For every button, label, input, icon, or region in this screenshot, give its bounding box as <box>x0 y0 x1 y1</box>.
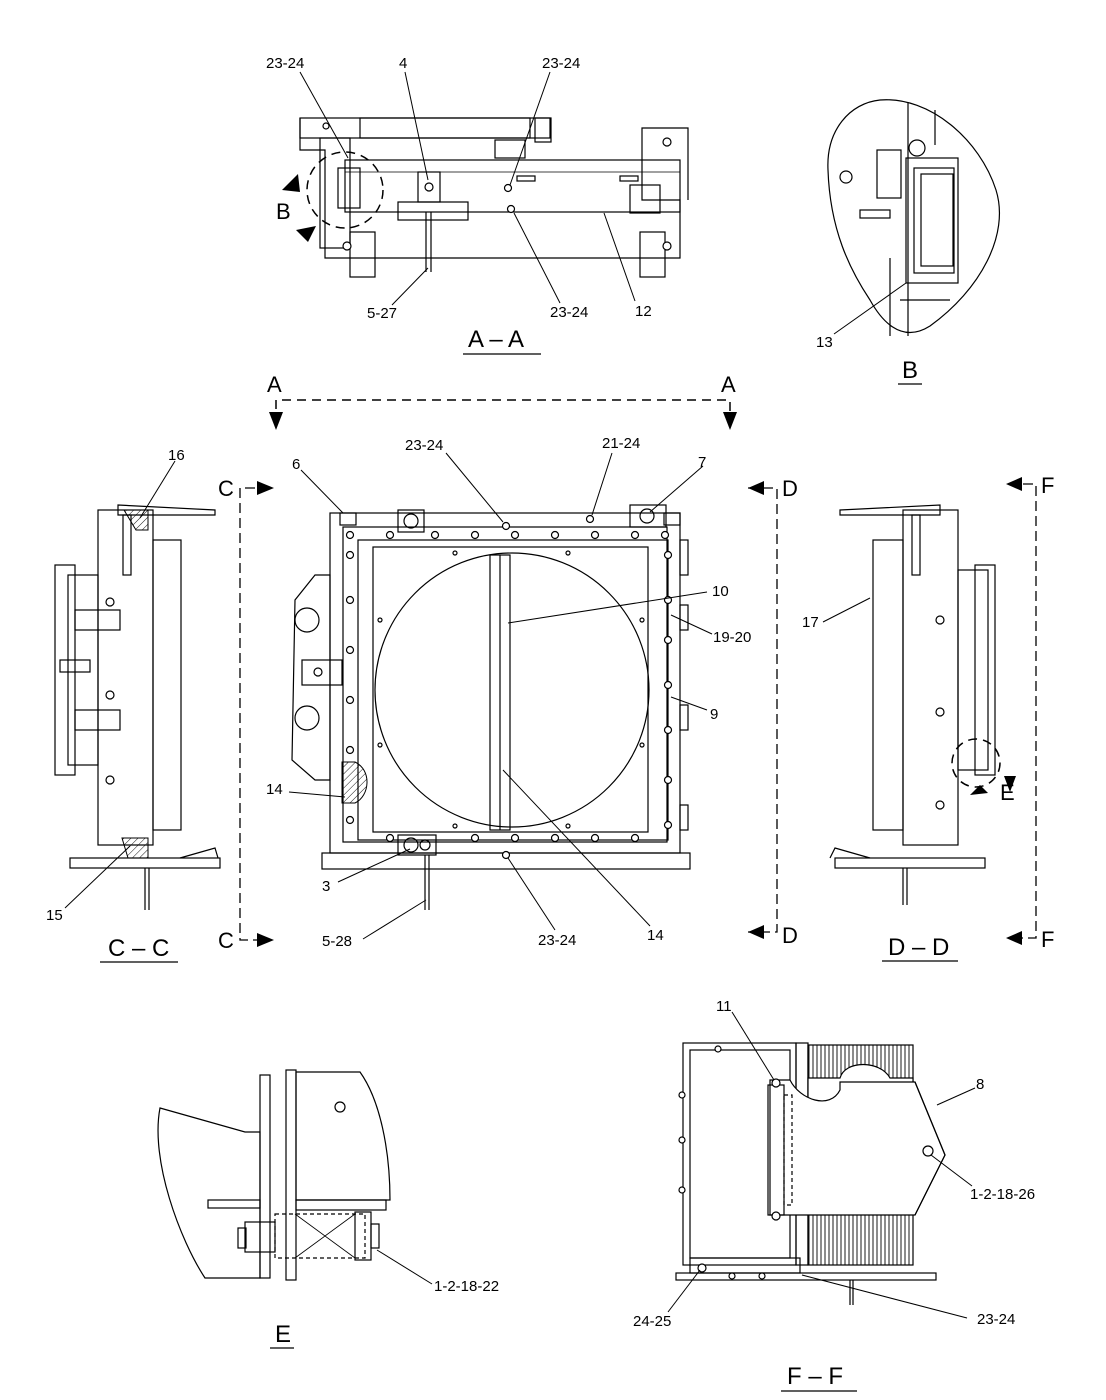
section-line-dd: D D <box>748 476 798 948</box>
section-line-aa: A A <box>267 372 737 430</box>
view-dd: E 17 D – D <box>802 504 1016 962</box>
aa-callout-23-24-left: 23-24 <box>266 55 304 72</box>
main-callout-14-bottom: 14 <box>647 927 664 944</box>
c-bottom-mark: C <box>218 928 234 953</box>
aa-callout-12: 12 <box>635 303 652 320</box>
aa-callout-5-27: 5-27 <box>367 305 397 322</box>
cc-callout-15: 15 <box>46 907 63 924</box>
section-line-ff: F F <box>1006 473 1054 952</box>
aa-callout-23-24-bottom: 23-24 <box>550 304 588 321</box>
view-ff: 11 8 1-2-18-26 24-25 23-24 F – F <box>633 998 1035 1392</box>
aa-b-arrow-bottom <box>296 226 316 242</box>
ff-callout-23-24: 23-24 <box>977 1311 1015 1328</box>
main-callout-23-24-top: 23-24 <box>405 437 443 454</box>
main-callout-9: 9 <box>710 706 718 723</box>
ff-view-title: F – F <box>787 1363 843 1390</box>
a-left-mark: A <box>267 372 282 397</box>
main-callout-3: 3 <box>322 878 330 895</box>
e-detail-mark: E <box>1000 780 1015 805</box>
main-callout-5-28: 5-28 <box>322 933 352 950</box>
e-view-title: E <box>275 1321 291 1348</box>
ff-callout-24-25: 24-25 <box>633 1313 671 1330</box>
fan-shroud-circle <box>374 552 650 828</box>
f-bottom-mark: F <box>1041 927 1054 952</box>
main-outer-frame <box>329 512 681 854</box>
main-callout-10: 10 <box>712 583 729 600</box>
view-e: 1-2-18-22 E <box>157 1069 499 1349</box>
main-hatched-section-14 <box>341 761 368 804</box>
main-callout-21-24: 21-24 <box>602 435 640 452</box>
aa-detail-b-circle <box>306 151 384 229</box>
main-callout-23-24-bottom: 23-24 <box>538 932 576 949</box>
ff-callout-11: 11 <box>716 998 732 1015</box>
a-right-mark: A <box>721 372 736 397</box>
dd-detail-e-circle <box>951 738 1001 788</box>
b-detail-mark: B <box>276 199 291 224</box>
main-bolt-holes <box>345 514 673 860</box>
cc-view-title: C – C <box>108 935 169 962</box>
aa-b-arrow-top <box>282 174 300 192</box>
view-b: 13 B <box>816 99 1000 385</box>
main-callout-6: 6 <box>292 456 300 473</box>
dd-callout-17: 17 <box>802 614 819 631</box>
ff-callout-8: 8 <box>976 1076 984 1093</box>
section-line-cc: C C <box>218 476 274 953</box>
f-top-mark: F <box>1041 473 1054 498</box>
main-left-filter <box>291 574 343 781</box>
main-front-view: 6 23-24 21-24 7 10 19-20 9 14 3 5-28 23-… <box>266 435 751 950</box>
aa-view-title: A – A <box>468 326 524 353</box>
b-callout-13: 13 <box>816 334 833 351</box>
aa-callout-4: 4 <box>399 55 407 72</box>
main-callout-7: 7 <box>698 454 706 471</box>
aa-leaders <box>299 71 636 306</box>
c-top-mark: C <box>218 476 234 501</box>
cc-callout-16: 16 <box>168 447 185 464</box>
aa-frame <box>299 117 689 278</box>
view-cc: 16 15 C – C <box>46 447 221 963</box>
d-top-mark: D <box>782 476 798 501</box>
e-callout-1-2-18-22: 1-2-18-22 <box>434 1278 499 1295</box>
main-callout-14-left: 14 <box>266 781 283 798</box>
aa-callout-23-24-right: 23-24 <box>542 55 580 72</box>
view-aa: B 23-24 4 23-24 5-27 23-24 12 A – A <box>266 55 689 355</box>
dd-view-title: D – D <box>888 934 949 961</box>
b-view-title: B <box>902 357 918 384</box>
d-bottom-mark: D <box>782 923 798 948</box>
main-leaders <box>288 452 713 940</box>
main-callout-19-20: 19-20 <box>713 629 751 646</box>
ff-callout-1-2-18-26: 1-2-18-26 <box>970 1186 1035 1203</box>
